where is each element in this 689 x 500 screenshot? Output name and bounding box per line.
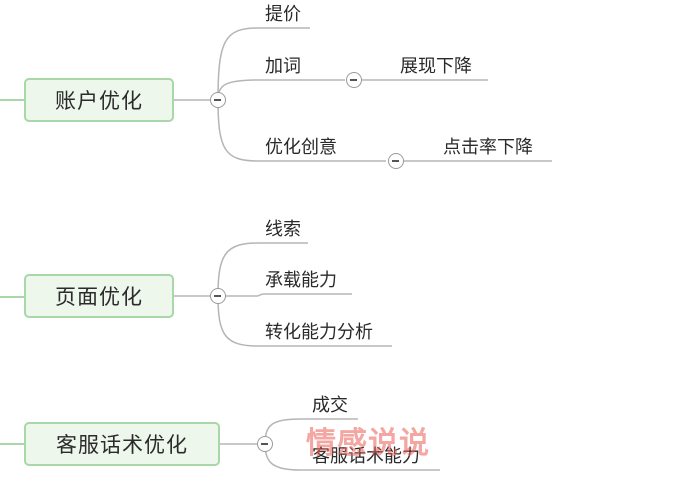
watermark-text: 情感说说 <box>306 426 430 461</box>
collapse-toggle-icon[interactable] <box>210 288 226 304</box>
collapse-toggle-icon[interactable] <box>210 92 226 108</box>
subtopic-ctr-drop[interactable]: 点击率下降 <box>443 137 533 158</box>
branch-node-page-optimization[interactable]: 页面优化 <box>24 274 174 318</box>
topic-carrying-capacity[interactable]: 承载能力 <box>265 270 337 291</box>
collapse-toggle-icon[interactable] <box>388 153 404 169</box>
branch-node-label: 页面优化 <box>55 285 143 309</box>
subtopic-impressions-drop[interactable]: 展现下降 <box>400 56 472 77</box>
connector-1-1 <box>217 27 310 101</box>
topic-leads[interactable]: 线索 <box>265 219 301 240</box>
topic-service-script-ability[interactable]: 客服话术能力 <box>312 446 420 467</box>
connector-1-2 <box>217 79 345 101</box>
branch-node-service-script-optimization[interactable]: 客服话术优化 <box>24 422 220 466</box>
connector-2-1 <box>217 242 308 297</box>
collapse-toggle-icon[interactable] <box>346 72 362 88</box>
topic-bid-increase[interactable]: 提价 <box>265 4 301 25</box>
connector-1-3 <box>217 99 386 162</box>
connector-2-2b <box>257 293 352 297</box>
topic-deal[interactable]: 成交 <box>312 395 348 416</box>
branch-node-label: 客服话术优化 <box>56 433 188 457</box>
connector-2-3 <box>217 295 392 347</box>
branch-node-account-optimization[interactable]: 账户优化 <box>24 78 174 122</box>
collapse-toggle-icon[interactable] <box>257 436 273 452</box>
topic-add-keywords[interactable]: 加词 <box>265 56 301 77</box>
branch-node-label: 账户优化 <box>55 89 143 113</box>
topic-optimize-creative[interactable]: 优化创意 <box>265 137 337 158</box>
topic-conversion-analysis[interactable]: 转化能力分析 <box>265 322 373 343</box>
